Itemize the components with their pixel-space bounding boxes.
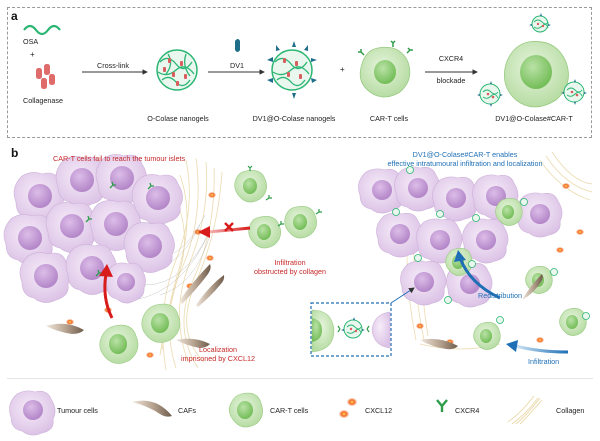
ocolase-nanogel-icon	[156, 49, 198, 91]
zoom-connector	[390, 287, 415, 304]
product-label: DV1@O-Colase#CAR-T	[495, 114, 573, 123]
small-nanogels-right	[392, 166, 590, 324]
infiltration-arrow	[515, 344, 569, 354]
legend-cart-label: CAR-T cells	[270, 406, 309, 415]
infiltration-obstructed-line2: obstructed by collagen	[254, 267, 326, 276]
right-title-line2: effective intratumoural infiltration and…	[387, 159, 543, 168]
legend-separator	[7, 378, 593, 379]
cart-cells-label: CAR-T cells	[369, 114, 409, 123]
legend-tumour-label: Tumour cells	[57, 406, 98, 415]
infiltration-obstructed-line1: Infiltration	[274, 258, 306, 267]
osa-label: OSA	[23, 37, 39, 46]
cafs-right	[420, 274, 543, 350]
osa-polymer-icon	[23, 24, 61, 36]
cart-cell-icon	[358, 40, 413, 98]
legend-collagen-label: Collagen	[556, 406, 585, 415]
dv1-ocolase-nanogel-icon	[267, 41, 317, 99]
right-title-line1: DV1@O-Colase#CAR-T enables	[412, 150, 518, 159]
infiltration-label-right: Infiltration	[528, 357, 560, 366]
zoom-inset-content	[311, 309, 391, 353]
legend-cart-icon	[228, 392, 263, 428]
plus-sign-1: +	[30, 50, 35, 59]
legend-cxcl12-icon	[339, 398, 357, 418]
cart-cells-outside	[234, 165, 322, 249]
cross-link-label: Cross-link	[97, 61, 129, 70]
collagen-fibres-grey	[134, 214, 211, 301]
product-cart-cell-icon	[503, 41, 569, 108]
plus-sign-2: +	[340, 65, 345, 74]
legend-collagen-icon	[507, 395, 543, 425]
legend-tumour-icon	[9, 390, 56, 436]
legend-cxcr4-label: CXCR4	[455, 406, 480, 415]
legend-cxcl12-label: CXCL12	[365, 406, 393, 415]
legend-cafs-icon	[132, 400, 172, 417]
legend-cxcr4-icon	[436, 399, 448, 412]
redistribution-label: Redistribution	[478, 291, 522, 300]
legend-cafs-label: CAFs	[178, 406, 196, 415]
blockade-label: blockade	[436, 76, 466, 85]
left-title: CAR-T cells fail to reach the tumour isl…	[53, 154, 186, 163]
dv1-icon	[235, 39, 240, 52]
panel-a-label: a	[11, 9, 18, 23]
cxcr4-label: CXCR4	[438, 54, 464, 63]
obstructed-arrow	[207, 226, 251, 234]
collagenase-icon	[36, 64, 55, 89]
tumour-cluster-left	[3, 154, 183, 304]
receptors-left	[85, 181, 154, 277]
tumour-cluster-right	[358, 166, 563, 308]
localization-line2: imprisoned by CXCL12	[181, 354, 255, 363]
ocolase-nanogels-label: O-Colase nanogels	[147, 114, 209, 123]
dv1-label: DV1	[230, 61, 244, 70]
blocked-x-icon	[224, 222, 234, 232]
cafs-left	[46, 264, 225, 348]
product-nanogels	[477, 13, 587, 107]
collagenase-label: Collagenase	[23, 96, 63, 105]
cart-cells-left-bottom	[99, 303, 181, 364]
localization-line1: Localization	[199, 345, 237, 354]
panel-b-label: b	[11, 146, 19, 160]
panel-a-frame	[7, 7, 592, 138]
localization-arrow	[103, 273, 114, 319]
redistribution-arrow	[458, 257, 501, 300]
dv1-ocolase-nanogels-label: DV1@O-Colase nanogels	[252, 114, 336, 123]
